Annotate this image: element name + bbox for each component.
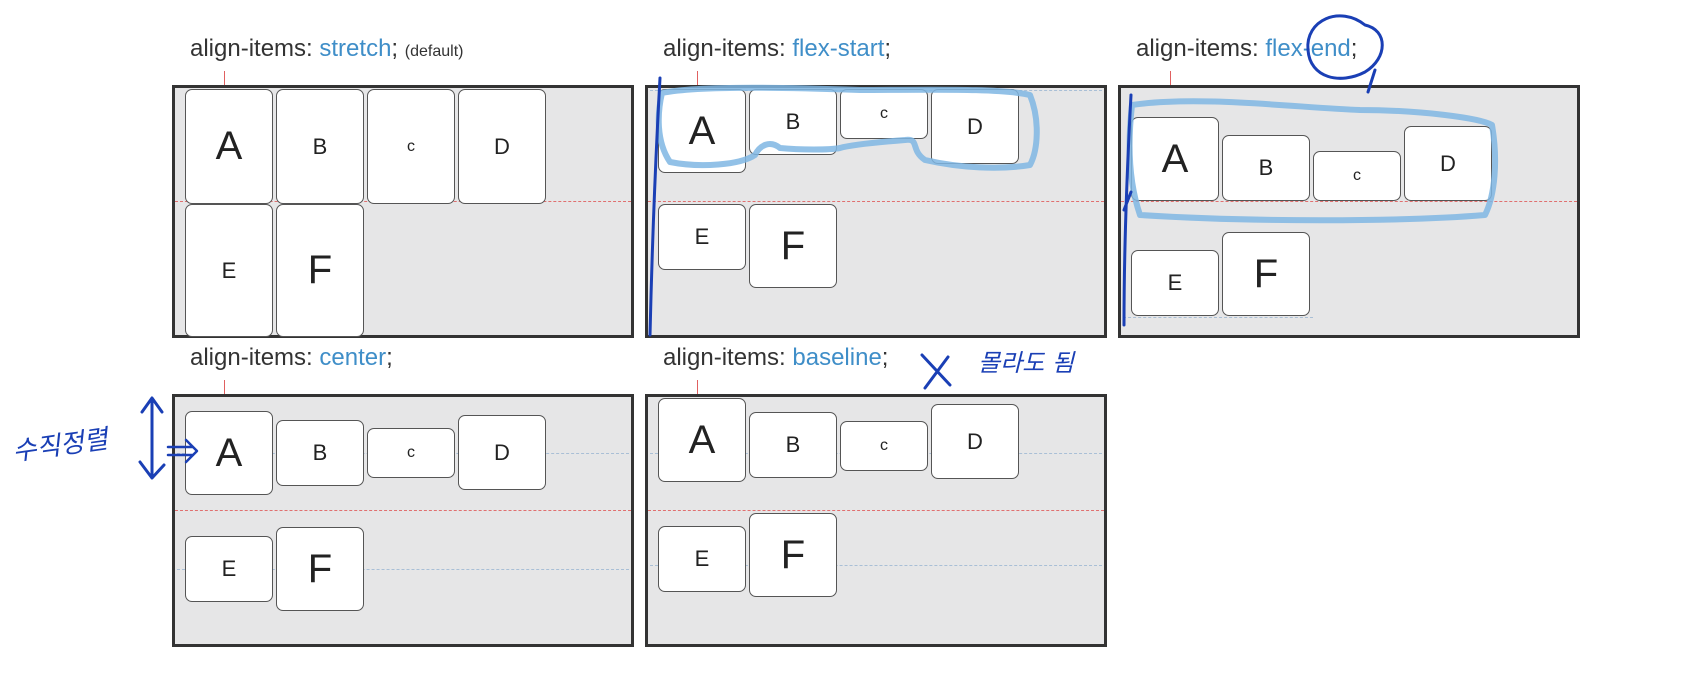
- panel-center: align-items: center; A B c D E F: [172, 344, 642, 649]
- flex-container: A B c D E F: [645, 394, 1107, 647]
- cross-end-line: [1123, 317, 1313, 318]
- flex-item-e: E: [658, 204, 746, 270]
- baseline-line-row2: [650, 565, 1102, 566]
- flex-item-f: F: [1222, 232, 1310, 316]
- flex-container: A B c D E F: [645, 85, 1107, 338]
- flex-item-d: D: [931, 404, 1019, 479]
- flex-item-f: F: [749, 513, 837, 597]
- vertical-double-arrow: [138, 396, 166, 480]
- line-divider: [1121, 201, 1577, 202]
- flex-item-a: A: [1131, 117, 1219, 201]
- panel-stretch: align-items: stretch; (default) A B c D …: [172, 35, 642, 340]
- flex-item-c: c: [367, 89, 455, 204]
- flex-item-d: D: [1404, 126, 1492, 201]
- flex-item-c: c: [1313, 151, 1401, 201]
- panel-flex-end: align-items: flex-end; A B c D E F: [1118, 35, 1588, 340]
- flex-item-b: B: [276, 89, 364, 204]
- flex-item-b: B: [276, 420, 364, 486]
- label-tick: [697, 380, 698, 394]
- panel-label: align-items: flex-start;: [663, 35, 892, 62]
- panel-label: align-items: stretch; (default): [190, 35, 464, 62]
- flex-container: A B c D E F: [172, 85, 634, 338]
- flex-container: A B c D E F: [172, 394, 634, 647]
- flex-item-d: D: [458, 415, 546, 490]
- flex-item-a: A: [658, 398, 746, 482]
- flex-item-e: E: [658, 526, 746, 592]
- flex-item-a: A: [658, 89, 746, 173]
- panel-label: align-items: flex-end;: [1136, 35, 1358, 62]
- flex-item-f: F: [749, 204, 837, 288]
- panel-label: align-items: baseline;: [663, 344, 889, 371]
- flex-item-c: c: [840, 421, 928, 471]
- panel-flex-start: align-items: flex-start; A B c D E F: [645, 35, 1115, 340]
- line-divider: [175, 510, 631, 511]
- flex-item-e: E: [1131, 250, 1219, 316]
- flex-item-d: D: [458, 89, 546, 204]
- flex-item-b: B: [749, 89, 837, 155]
- flex-item-e: E: [185, 536, 273, 602]
- line-divider: [648, 201, 1104, 202]
- flex-item-a: A: [185, 411, 273, 495]
- flex-item-f: F: [276, 527, 364, 611]
- flex-item-a: A: [185, 89, 273, 204]
- label-tick: [697, 71, 698, 85]
- flex-item-d: D: [931, 89, 1019, 164]
- label-tick: [1170, 71, 1171, 85]
- panel-baseline: align-items: baseline; A B c D E F: [645, 344, 1115, 649]
- flex-item-c: c: [840, 89, 928, 139]
- flex-item-c: c: [367, 428, 455, 478]
- label-tick: [224, 380, 225, 394]
- flex-item-e: E: [185, 204, 273, 337]
- flex-item-b: B: [749, 412, 837, 478]
- center-line-row2: [177, 569, 629, 570]
- panel-label: align-items: center;: [190, 344, 393, 371]
- vertical-align-note: 수직정렬: [10, 424, 110, 468]
- flex-item-b: B: [1222, 135, 1310, 201]
- label-tick: [224, 71, 225, 85]
- flex-item-f: F: [276, 204, 364, 337]
- baseline-note: 몰라도 됨: [978, 349, 1074, 377]
- line-divider: [648, 510, 1104, 511]
- flex-container: A B c D E F: [1118, 85, 1580, 338]
